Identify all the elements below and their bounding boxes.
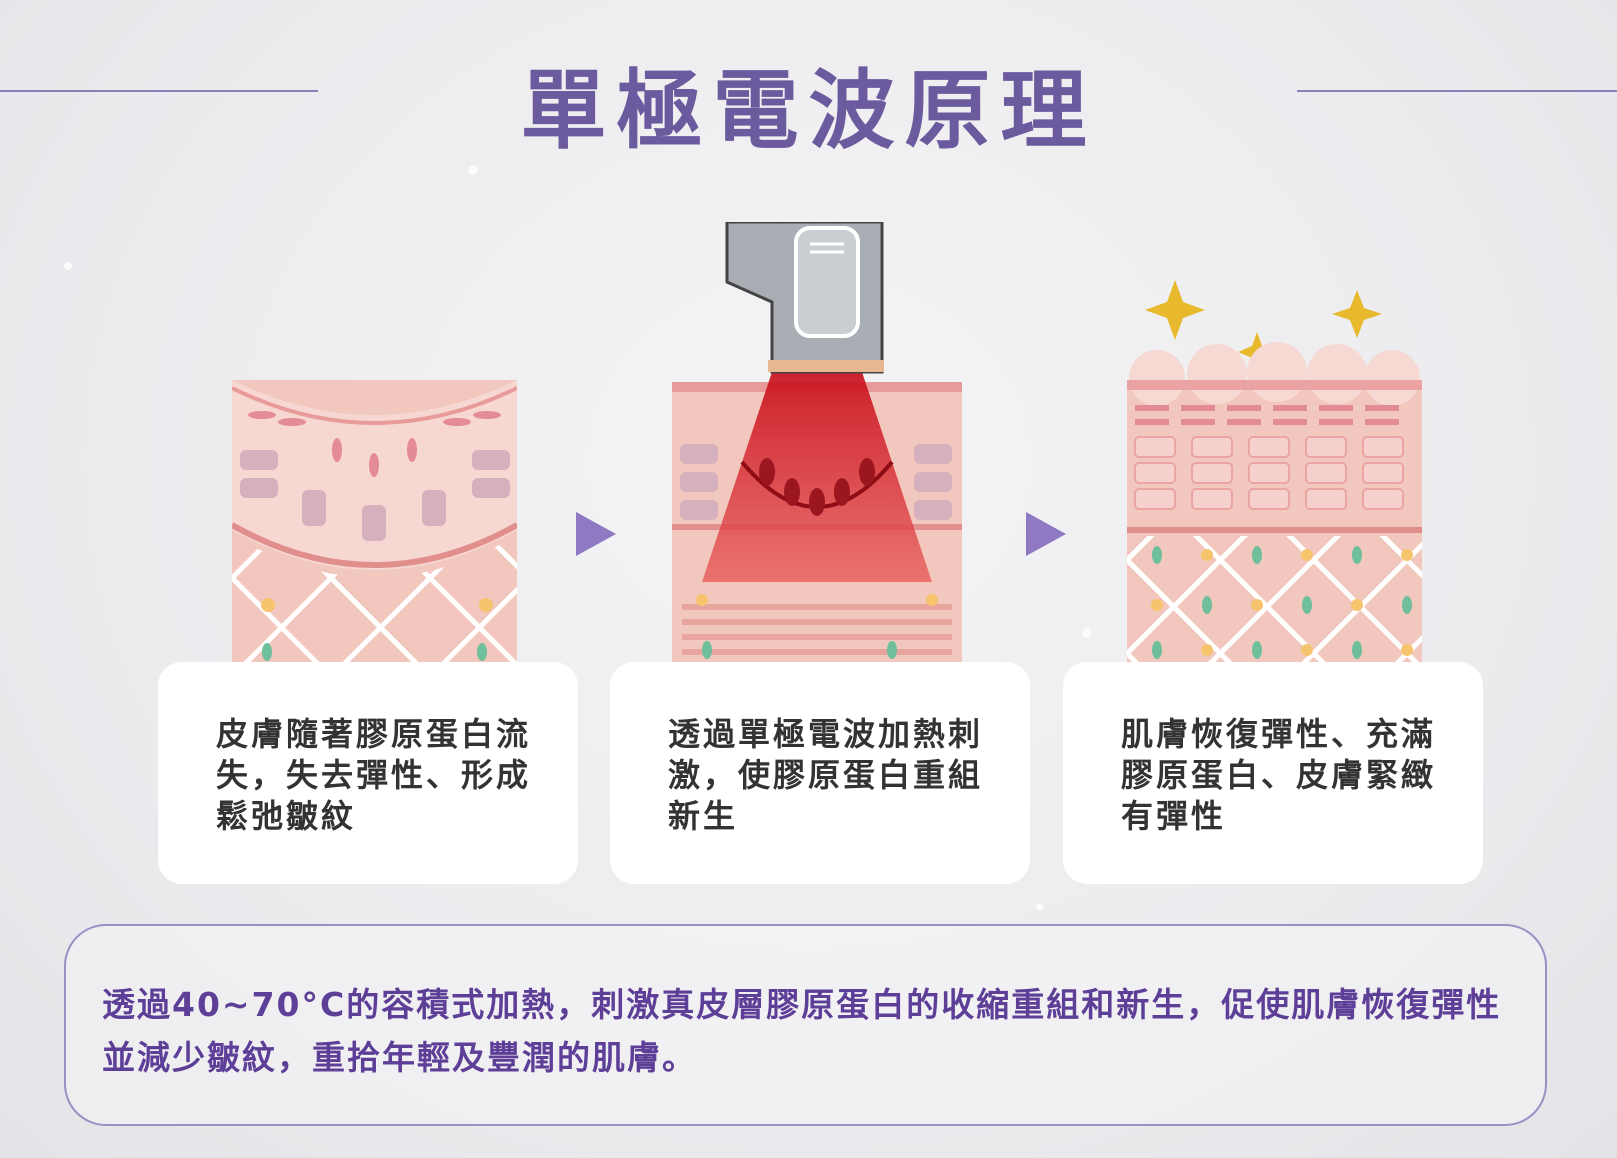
step-description: 肌膚恢復彈性、充滿膠原蛋白、皮膚緊緻有彈性 (1121, 715, 1437, 835)
background-sparkle (468, 165, 478, 175)
step-arrow-2 (1026, 512, 1066, 560)
step-description: 皮膚隨著膠原蛋白流失，失去彈性、形成鬆弛皺紋 (216, 715, 532, 835)
step-description: 透過單極電波加熱刺激，使膠原蛋白重組新生 (668, 715, 984, 835)
step-arrow-1 (576, 512, 616, 560)
step-card-2: 透過單極電波加熱刺激，使膠原蛋白重組新生 (610, 662, 1030, 884)
summary-box: 透過40~70°C的容積式加熱，刺激真皮層膠原蛋白的收縮重組和新生，促使肌膚恢復… (64, 924, 1547, 1126)
summary-text: 透過40~70°C的容積式加熱，刺激真皮層膠原蛋白的收縮重組和新生，促使肌膚恢復… (102, 985, 1502, 1077)
step-card-3: 肌膚恢復彈性、充滿膠原蛋白、皮膚緊緻有彈性 (1063, 662, 1483, 884)
sagging-skin-illustration (230, 380, 519, 684)
triangle-arrow-icon (1026, 512, 1066, 556)
triangle-arrow-icon (576, 512, 616, 556)
firm-skin-illustration (1127, 280, 1422, 684)
title-divider-left (0, 90, 318, 92)
rf-heating-illustration (672, 220, 962, 686)
page-title: 單極電波原理 (520, 61, 1097, 161)
step-card-1: 皮膚隨著膠原蛋白流失，失去彈性、形成鬆弛皺紋 (158, 662, 578, 884)
background-sparkle (1082, 628, 1092, 638)
background-sparkle (1036, 903, 1043, 910)
background-sparkle (64, 262, 72, 270)
rf-heating-skin-icon (672, 220, 962, 682)
firm-skin-icon (1127, 280, 1422, 680)
title-divider-right (1297, 90, 1617, 92)
sagging-skin-icon (230, 380, 519, 680)
